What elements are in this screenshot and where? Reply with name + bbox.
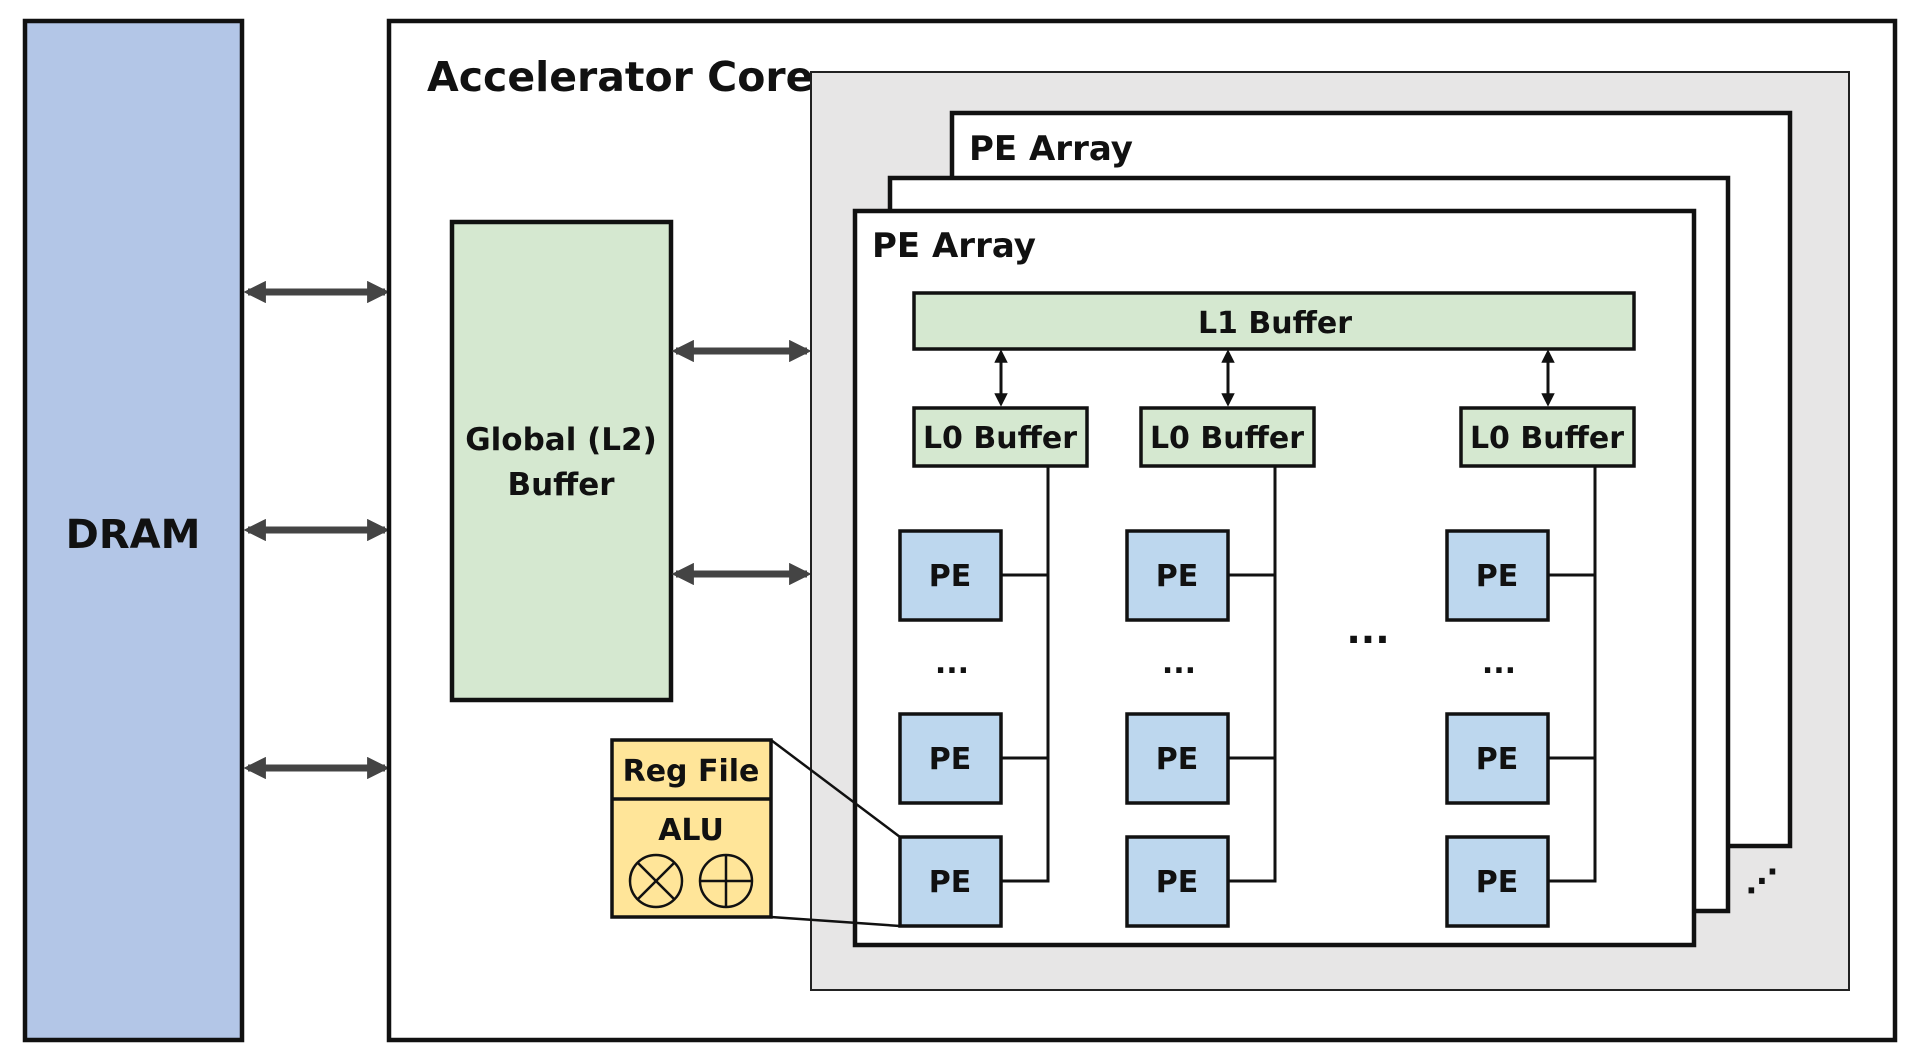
- pe-cell: [1445, 835, 1550, 928]
- pe-cell: [1445, 712, 1550, 805]
- circled-plus-icon: [698, 853, 754, 909]
- l1-buffer-label: L1 Buffer: [1198, 306, 1352, 341]
- l0-buffer: [912, 406, 1089, 468]
- pe-cell: [1125, 835, 1230, 928]
- l0-buffer: [1139, 406, 1316, 468]
- global-buffer: Global (L2) Buffer: [449, 219, 674, 703]
- pe-label: PE: [1156, 742, 1198, 777]
- pe-detail-callout: Reg File ALU: [610, 738, 901, 928]
- alu-label: ALU: [658, 813, 724, 848]
- dram-block: DRAM: [22, 18, 245, 1043]
- pe-column-1: L0 Buffer PE ... PE PE: [898, 349, 1089, 928]
- pe-array-front: PE Array L1 Buffer L0 Buffer PE ... PE P…: [852, 208, 1697, 948]
- pe-cell: [1125, 529, 1230, 622]
- pe-array-stack-ellipsis: ⋰: [1746, 862, 1778, 900]
- pe-cell: [898, 835, 1003, 928]
- l0-buffer-label: L0 Buffer: [923, 421, 1077, 456]
- pe-column-2: L0 Buffer PE ... PE PE: [1125, 349, 1316, 928]
- pe-array-back-title: PE Array: [969, 129, 1133, 169]
- column-ellipsis: ...: [1482, 646, 1516, 681]
- pe-array-front-title: PE Array: [872, 226, 1036, 266]
- core-title: Accelerator Core: [427, 53, 813, 101]
- pe-label: PE: [1156, 559, 1198, 594]
- global-buffer-label-line1: Global (L2): [465, 422, 657, 458]
- pe-cell: [1445, 529, 1550, 622]
- l0-buffer-label: L0 Buffer: [1150, 421, 1304, 456]
- reg-file-label: Reg File: [623, 754, 760, 789]
- between-columns-ellipsis: ...: [1346, 608, 1389, 652]
- column-ellipsis: ...: [1162, 646, 1196, 681]
- global-buffer-label-line2: Buffer: [507, 467, 615, 503]
- pe-label: PE: [1476, 865, 1518, 900]
- pe-label: PE: [1476, 559, 1518, 594]
- column-ellipsis: ...: [935, 646, 969, 681]
- buffer-array-arrows: [671, 339, 812, 586]
- pe-label: PE: [1476, 742, 1518, 777]
- pe-cell: [898, 712, 1003, 805]
- pe-label: PE: [929, 559, 971, 594]
- circled-times-icon: [628, 853, 684, 909]
- pe-label: PE: [1156, 865, 1198, 900]
- dram-label: DRAM: [66, 512, 201, 558]
- pe-column-3: L0 Buffer PE ... PE PE: [1445, 349, 1636, 928]
- l0-buffer: [1459, 406, 1636, 468]
- pe-cell: [898, 529, 1003, 622]
- l1-buffer: [912, 291, 1636, 351]
- dram-core-arrows: [243, 280, 390, 780]
- pe-label: PE: [929, 742, 971, 777]
- pe-label: PE: [929, 865, 971, 900]
- pe-cell: [1125, 712, 1230, 805]
- l0-buffer-label: L0 Buffer: [1470, 421, 1624, 456]
